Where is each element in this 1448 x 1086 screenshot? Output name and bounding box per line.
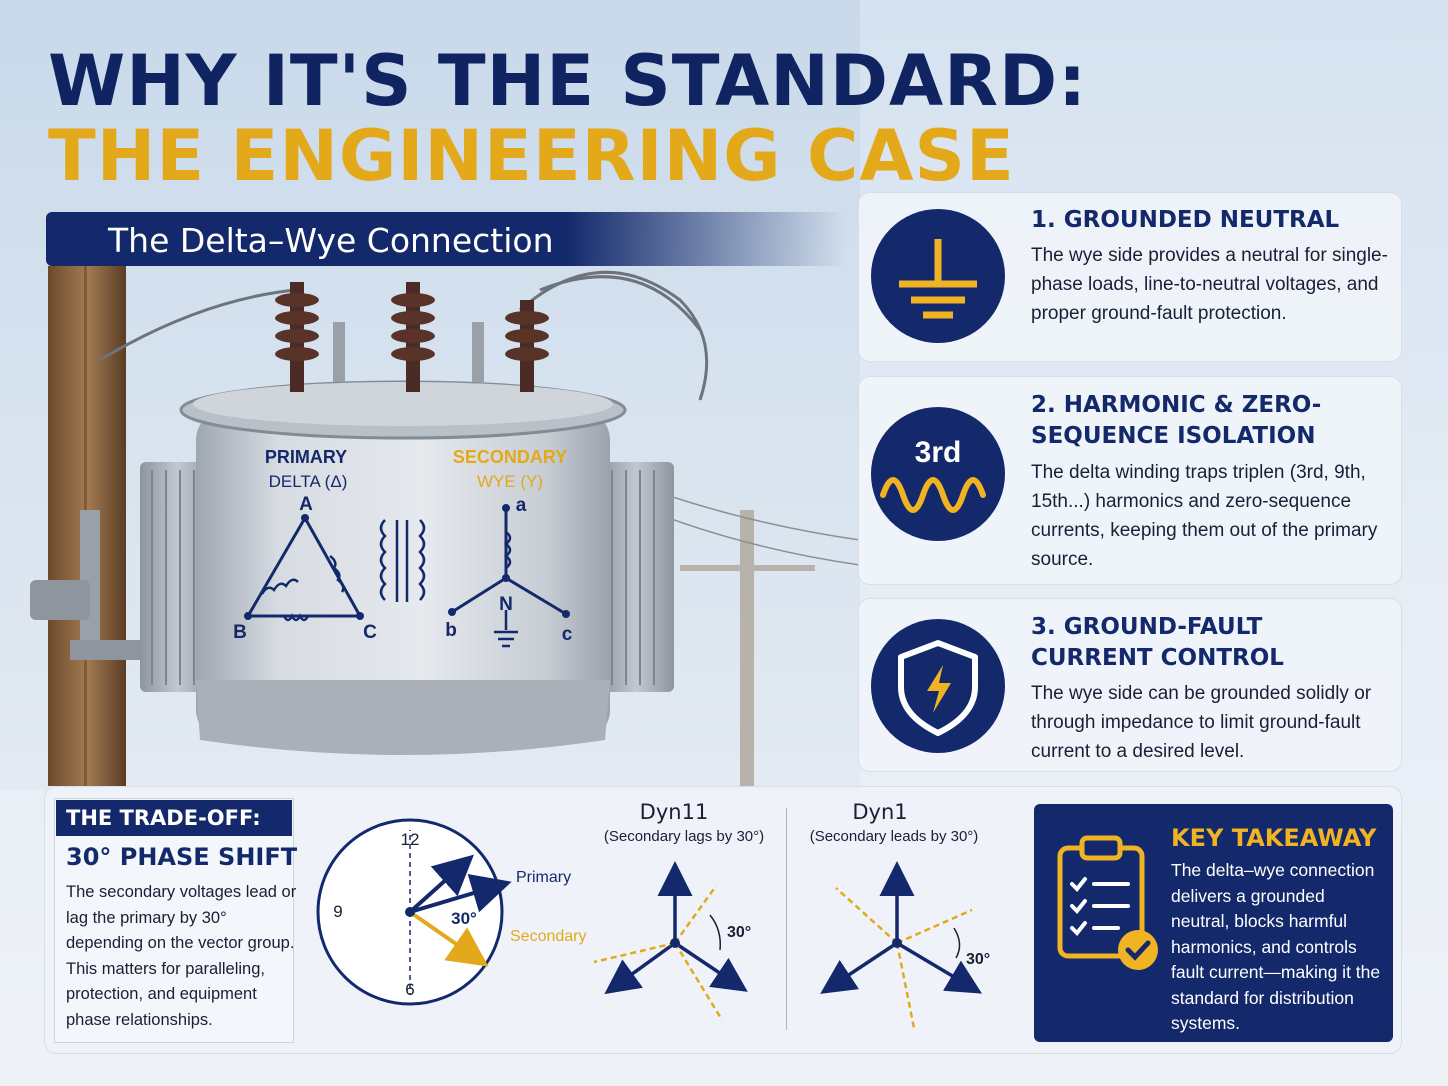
feature-text: The delta winding traps triplen (3rd, 9t…	[1031, 462, 1378, 570]
wye-node-a: a	[516, 495, 527, 516]
dyn1-angle: 30°	[966, 951, 990, 968]
vector-group-dyn11-title: Dyn11	[639, 800, 709, 824]
harmonic-wave-icon: 3rd	[871, 407, 1005, 541]
secondary-type: WYE (Y)	[477, 472, 543, 491]
phase-shift-title: 30° PHASE SHIFT	[66, 843, 298, 871]
phase-shift-text: The secondary voltages lead or lag the p…	[66, 883, 297, 1029]
primary-label: PRIMARY	[265, 447, 347, 467]
feature-title: 3. GROUND-FAULT CURRENT CONTROL	[1031, 614, 1284, 671]
clock-label-6: 6	[405, 980, 414, 999]
page-title-line1: WHY IT'S THE STANDARD:	[48, 40, 1088, 122]
wye-node-b: b	[445, 620, 457, 641]
clock-primary-label: Primary	[516, 869, 571, 886]
transformer-illustration: PRIMARY DELTA (Δ) SECONDARY WYE (Y) A B …	[30, 266, 860, 786]
shield-lightning-icon	[871, 619, 1005, 753]
clock-angle: 30°	[451, 909, 477, 928]
winding-diagram: PRIMARY DELTA (Δ) SECONDARY WYE (Y) A B …	[233, 447, 573, 648]
divider	[786, 808, 787, 1030]
primary-type: DELTA (Δ)	[269, 472, 348, 491]
delta-node-b: B	[233, 622, 247, 643]
dyn11-angle: 30°	[727, 924, 751, 941]
vector-group-dyn1-note: (Secondary leads by 30°)	[809, 828, 979, 845]
page-title-line2: THE ENGINEERING CASE	[48, 115, 1015, 197]
wye-node-c: c	[562, 624, 573, 645]
neutral-node: N	[499, 594, 513, 615]
feature-card-harmonic-isolation: 3rd 2. HARMONIC & ZERO-SEQUENCE ISOLATIO…	[858, 376, 1402, 585]
clock-label-12: 12	[401, 830, 420, 849]
vector-diagram-dyn1: 30°	[820, 861, 990, 1029]
delta-node-a: A	[299, 494, 313, 515]
clock-label-9: 9	[333, 902, 342, 921]
key-takeaway-box: KEY TAKEAWAY The delta–wye connection de…	[1034, 804, 1393, 1042]
takeaway-text: The delta–wye connection delivers a grou…	[1171, 860, 1381, 1033]
phase-clock-diagram: 12 9 6 30° Primary Secondary	[316, 818, 587, 1006]
vector-group-dyn11-note: (Secondary lags by 30°)	[603, 828, 765, 845]
takeaway-title: KEY TAKEAWAY	[1171, 824, 1377, 852]
svg-text:3rd: 3rd	[915, 436, 962, 469]
feature-title: 1. GROUNDED NEUTRAL	[1031, 207, 1340, 233]
delta-node-c: C	[363, 622, 377, 643]
vector-group-dyn1-title: Dyn1	[852, 800, 908, 824]
clock-secondary-label: Secondary	[510, 928, 587, 945]
feature-card-grounded-neutral: 1. GROUNDED NEUTRAL The wye side provide…	[858, 192, 1402, 362]
secondary-label: SECONDARY	[453, 447, 567, 467]
vector-diagram-dyn11: 30°	[593, 861, 751, 1021]
feature-text: The wye side can be grounded solidly or …	[1031, 683, 1372, 762]
subtitle: The Delta–Wye Connection	[108, 221, 554, 260]
clipboard-check-icon	[1057, 835, 1158, 970]
feature-text: The wye side provides a neutral for sing…	[1031, 245, 1388, 324]
feature-title: 2. HARMONIC & ZERO-SEQUENCE ISOLATION	[1031, 392, 1322, 449]
subtitle-bar: The Delta–Wye Connection	[46, 212, 846, 266]
tradeoff-box	[54, 798, 294, 1043]
feature-card-ground-fault-control: 3. GROUND-FAULT CURRENT CONTROL The wye …	[858, 598, 1402, 772]
tradeoff-heading: THE TRADE-OFF:	[56, 800, 292, 836]
ground-icon	[871, 209, 1005, 343]
